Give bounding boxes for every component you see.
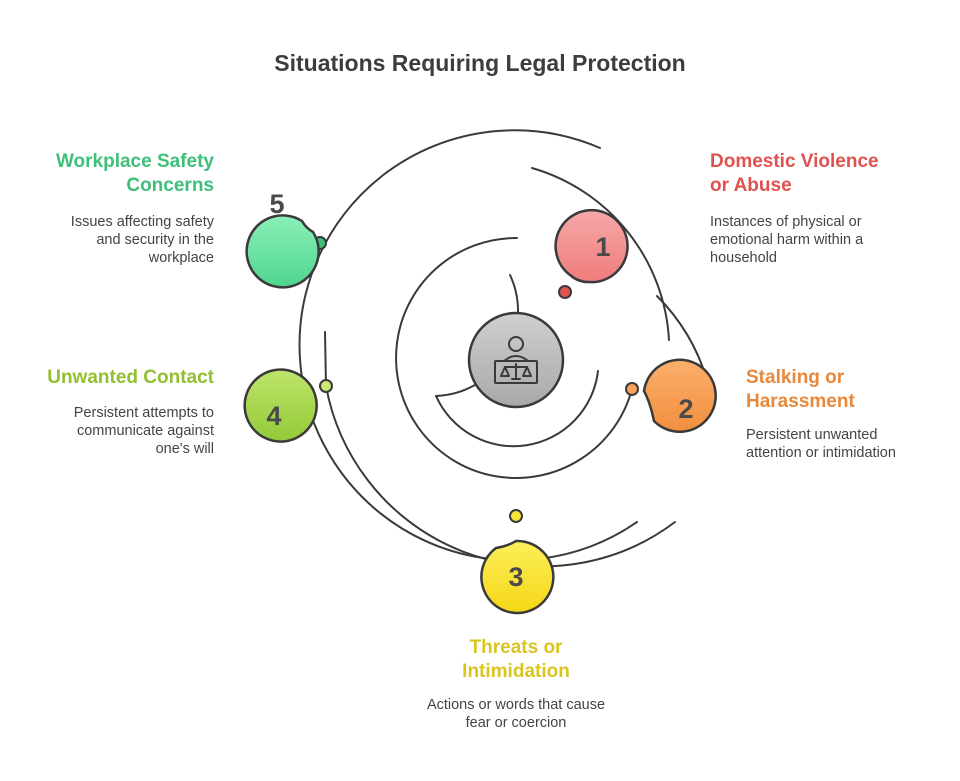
bubble-3-number: 3 bbox=[508, 562, 523, 592]
arc-ring-5 bbox=[298, 129, 638, 562]
bubble-1: 1 bbox=[554, 208, 629, 284]
item-2-description: Persistent unwanted attention or intimid… bbox=[746, 427, 896, 461]
legal-person-scales-icon bbox=[494, 336, 538, 384]
item-3-description: Actions or words that cause fear or coer… bbox=[426, 697, 606, 731]
dot-4 bbox=[319, 379, 333, 393]
diagram-title: Situations Requiring Legal Protection bbox=[274, 50, 686, 76]
item-1-description: Instances of physical or emotional harm … bbox=[710, 214, 864, 266]
bubble-4: 4 bbox=[243, 368, 318, 443]
item-5-description: Issues affecting safety and security in … bbox=[70, 214, 214, 266]
bubble-1-number: 1 bbox=[595, 232, 610, 262]
center-node bbox=[467, 311, 565, 409]
bubble-2: 2 bbox=[642, 358, 717, 434]
arc-ring-3 bbox=[531, 167, 670, 341]
dot-1 bbox=[558, 285, 572, 299]
arc-ring-1b bbox=[435, 370, 599, 448]
bubble-2-number: 2 bbox=[678, 394, 693, 424]
item-1-title: Domestic Violence or Abuse bbox=[710, 151, 879, 196]
arc-ring-4 bbox=[325, 385, 676, 568]
item-3-title: Threats or Intimidation bbox=[462, 637, 570, 682]
bubble-5-number: 5 bbox=[269, 189, 284, 219]
item-5-title: Workplace Safety Concerns bbox=[55, 151, 214, 196]
dot-2 bbox=[625, 382, 639, 396]
bubble-3: 3 bbox=[480, 539, 555, 615]
item-4-description: Persistent attempts to communicate again… bbox=[73, 405, 214, 457]
bubble-4-number: 4 bbox=[266, 401, 281, 431]
item-4-title: Unwanted Contact bbox=[47, 367, 214, 388]
arc-ring-2 bbox=[395, 236, 633, 479]
item-2-title: Stalking or Harassment bbox=[746, 367, 855, 412]
bubble-5: 5 bbox=[245, 189, 320, 289]
dot-3 bbox=[509, 509, 523, 523]
arc-ring-4b bbox=[324, 331, 327, 387]
